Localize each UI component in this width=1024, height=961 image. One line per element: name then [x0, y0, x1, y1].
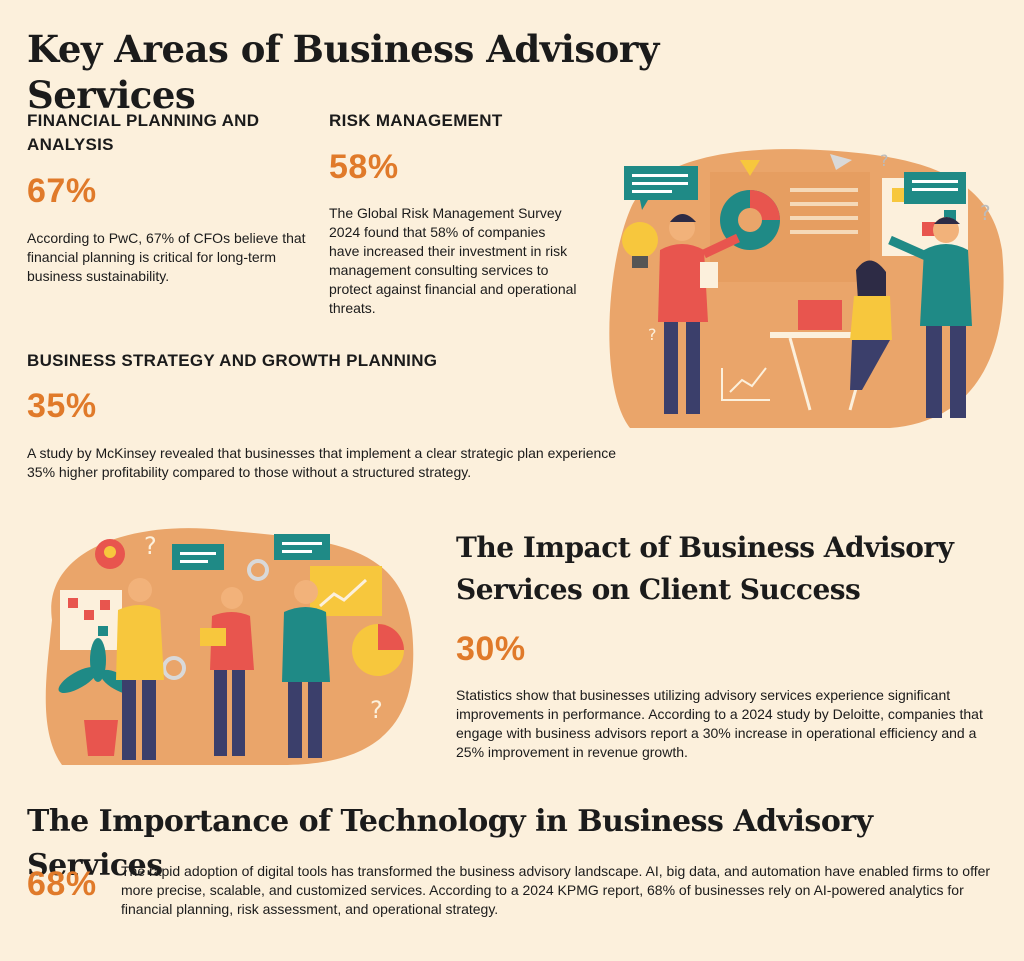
gear-icon	[247, 559, 269, 581]
man-presenting	[658, 214, 740, 414]
man-standing	[888, 217, 972, 418]
technology-heading: The Importance of Technology in Business…	[27, 804, 873, 883]
woman-at-desk	[850, 260, 892, 390]
strategy-text: A study by McKinsey revealed that busine…	[27, 445, 617, 480]
impact-stat: 30%	[456, 630, 526, 668]
gear-icon	[162, 656, 186, 680]
technology-stat: 68%	[27, 865, 97, 903]
question-mark-icon: ?	[980, 201, 991, 225]
risk-heading: RISK MANAGEMENT	[329, 111, 503, 130]
team-member-2	[200, 587, 254, 756]
chat-bubble-icon	[274, 534, 330, 560]
question-mark-icon: ?	[880, 151, 889, 170]
team-member-1	[116, 578, 164, 760]
pie-chart-icon	[352, 624, 404, 676]
question-mark-icon: ?	[648, 325, 657, 344]
financial-text: According to PwC, 67% of CFOs believe th…	[27, 230, 306, 284]
meeting-illustration: ? ? ?	[609, 149, 1004, 429]
impact-heading: The Impact of Business Advisory Services…	[456, 531, 954, 606]
line-chart-icon	[310, 566, 382, 616]
lightbulb-icon	[95, 539, 125, 569]
strategy-stat: 35%	[27, 387, 97, 425]
page-title: Key Areas of Business Advisory Services	[27, 27, 659, 117]
financial-heading: FINANCIAL PLANNING AND ANALYSIS	[27, 111, 260, 154]
team-illustration: ? ?	[45, 528, 414, 765]
technology-text: The rapid adoption of digital tools has …	[121, 863, 991, 917]
question-mark-icon: ?	[370, 696, 383, 724]
chat-bubble-icon	[624, 166, 698, 210]
financial-stat: 67%	[27, 172, 97, 210]
question-mark-icon: ?	[144, 532, 157, 560]
team-member-3	[282, 580, 330, 758]
line-chart-icon	[721, 367, 770, 401]
lightbulb-icon	[622, 222, 658, 268]
chat-bubble-icon	[904, 172, 966, 204]
chat-bubble-icon	[172, 544, 224, 570]
risk-text: The Global Risk Management Survey 2024 f…	[329, 205, 577, 316]
impact-text: Statistics show that businesses utilizin…	[456, 687, 983, 760]
strategy-heading: BUSINESS STRATEGY AND GROWTH PLANNING	[27, 351, 438, 370]
laptop-icon	[798, 300, 842, 330]
risk-stat: 58%	[329, 148, 399, 186]
